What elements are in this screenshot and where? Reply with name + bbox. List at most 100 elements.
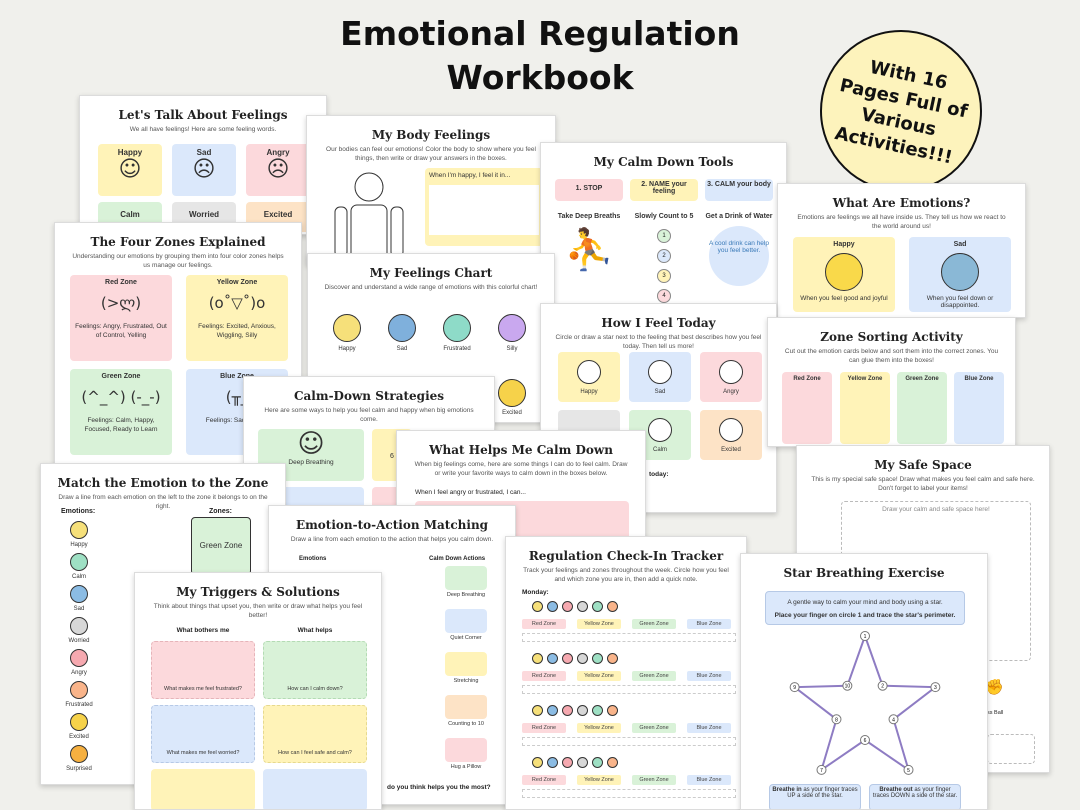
zone-chip[interactable]: Green Zone: [632, 723, 676, 733]
zone-chip[interactable]: Red Zone: [522, 775, 566, 785]
zone-red: Red Zone: [782, 372, 832, 444]
trigger-box: What makes me feel frustrated?: [151, 641, 255, 699]
zone-chip[interactable]: Yellow Zone: [577, 619, 621, 629]
zone-chip[interactable]: Yellow Zone: [577, 671, 621, 681]
mood-face-icon[interactable]: [532, 757, 543, 768]
star-outline: [791, 633, 939, 773]
page-zone-sorting: Zone Sorting Activity Cut out the emotio…: [767, 317, 1016, 447]
page-heading: My Body Feelings: [371, 128, 491, 142]
zone-chip[interactable]: Yellow Zone: [577, 723, 621, 733]
mood-face-icon[interactable]: [562, 653, 573, 664]
zone-chip[interactable]: Red Zone: [522, 723, 566, 733]
zone-chip[interactable]: Red Zone: [522, 671, 566, 681]
star-point[interactable]: [789, 682, 800, 693]
mood-face-icon[interactable]: [532, 601, 543, 612]
mood-face-icon[interactable]: [532, 705, 543, 716]
solution-box: [263, 769, 367, 809]
count-circle: 1: [657, 229, 671, 243]
mood-face-icon[interactable]: [607, 757, 618, 768]
star-point[interactable]: [903, 764, 914, 775]
note-line[interactable]: [522, 789, 736, 798]
emotion-face-icon: [70, 617, 88, 635]
star-point[interactable]: [831, 714, 842, 725]
page-heading: My Triggers & Solutions: [176, 585, 340, 599]
mood-face-icon[interactable]: [547, 757, 558, 768]
zone-chip[interactable]: Blue Zone: [687, 619, 731, 629]
zone-blue: Blue Zone: [954, 372, 1004, 444]
count-circle: 2: [657, 249, 671, 263]
emotions-heading: Emotions: [299, 556, 327, 562]
emotion-face-icon: [70, 745, 88, 763]
star-point-number: 2: [881, 684, 884, 690]
star-point-number: 4: [892, 717, 895, 723]
mood-face-icon[interactable]: [562, 601, 573, 612]
step-name: 2. NAME your feeling: [630, 179, 698, 201]
page-subtitle: Our bodies can feel our emotions! Color …: [326, 146, 536, 162]
zone-chip[interactable]: Blue Zone: [687, 671, 731, 681]
column-heading: What bothers me: [176, 627, 230, 634]
mood-face-icon[interactable]: [562, 757, 573, 768]
star-point[interactable]: [860, 735, 870, 745]
note-line[interactable]: [522, 633, 736, 642]
page-heading: My Calm Down Tools: [593, 155, 734, 169]
zone-chip[interactable]: Blue Zone: [687, 723, 731, 733]
zone-chip[interactable]: Green Zone: [632, 775, 676, 785]
mood-face-icon[interactable]: [577, 705, 588, 716]
emotion-face-icon: [70, 649, 88, 667]
mood-face-icon[interactable]: [592, 653, 603, 664]
mood-face-icon[interactable]: [607, 705, 618, 716]
note-line[interactable]: [522, 737, 736, 746]
zone-chip[interactable]: Green Zone: [632, 619, 676, 629]
mood-face-icon[interactable]: [577, 601, 588, 612]
page-heading: How I Feel Today: [601, 316, 716, 330]
footer-question: do you think helps you the most?: [387, 784, 491, 791]
page-subtitle: Track your feelings and zones throughout…: [523, 567, 729, 583]
emotion-label: Excited: [69, 734, 89, 740]
card-excited: Excited: [700, 410, 762, 460]
mood-face-icon[interactable]: [547, 705, 558, 716]
mood-face-icon[interactable]: [607, 653, 618, 664]
excited-face-icon: [719, 418, 743, 442]
zone-chip[interactable]: Blue Zone: [687, 775, 731, 785]
emotion-label: Happy: [70, 542, 88, 548]
calm-face-icon: [648, 418, 672, 442]
excited-face-icon: [498, 379, 526, 407]
star-point[interactable]: [816, 764, 827, 775]
star-point[interactable]: [930, 682, 941, 693]
star-point[interactable]: [842, 680, 853, 691]
mood-face-icon[interactable]: [592, 601, 603, 612]
emotion-face-icon: [70, 681, 88, 699]
page-subtitle: Understanding our emotions by grouping t…: [72, 253, 284, 269]
mood-face-icon[interactable]: [547, 601, 558, 612]
day-label: Monday:: [522, 589, 549, 596]
mood-face-icon[interactable]: [607, 601, 618, 612]
face-label: Frustrated: [443, 346, 471, 352]
mood-face-icon[interactable]: [547, 653, 558, 664]
mood-face-icon[interactable]: [592, 757, 603, 768]
card-angry: Angry☹: [246, 144, 310, 196]
action-label: Counting to 10: [448, 721, 484, 727]
happy-face-icon: [577, 360, 601, 384]
star-point[interactable]: [877, 680, 888, 691]
mood-face-icon[interactable]: [562, 705, 573, 716]
action-label: Stretching: [453, 678, 479, 684]
sad-face-icon: [941, 253, 979, 291]
mood-face-icon[interactable]: [577, 757, 588, 768]
star-point[interactable]: [888, 714, 899, 725]
zone-chip[interactable]: Yellow Zone: [577, 775, 621, 785]
zone-chip[interactable]: Green Zone: [632, 671, 676, 681]
mood-face-icon[interactable]: [577, 653, 588, 664]
zone-chip[interactable]: Red Zone: [522, 619, 566, 629]
count-circle: 3: [657, 269, 671, 283]
trigger-box: What makes me feel worried?: [151, 705, 255, 763]
star-point-number: 5: [907, 768, 910, 774]
tool-breaths: Take Deep Breaths⛹: [555, 207, 623, 306]
page-subtitle: Emotions are feelings we all have inside…: [797, 214, 1006, 230]
mood-face-icon[interactable]: [592, 705, 603, 716]
note-line[interactable]: [522, 685, 736, 694]
mood-face-icon[interactable]: [532, 653, 543, 664]
star-point[interactable]: [860, 631, 870, 641]
page-heading: What Are Emotions?: [832, 196, 971, 210]
